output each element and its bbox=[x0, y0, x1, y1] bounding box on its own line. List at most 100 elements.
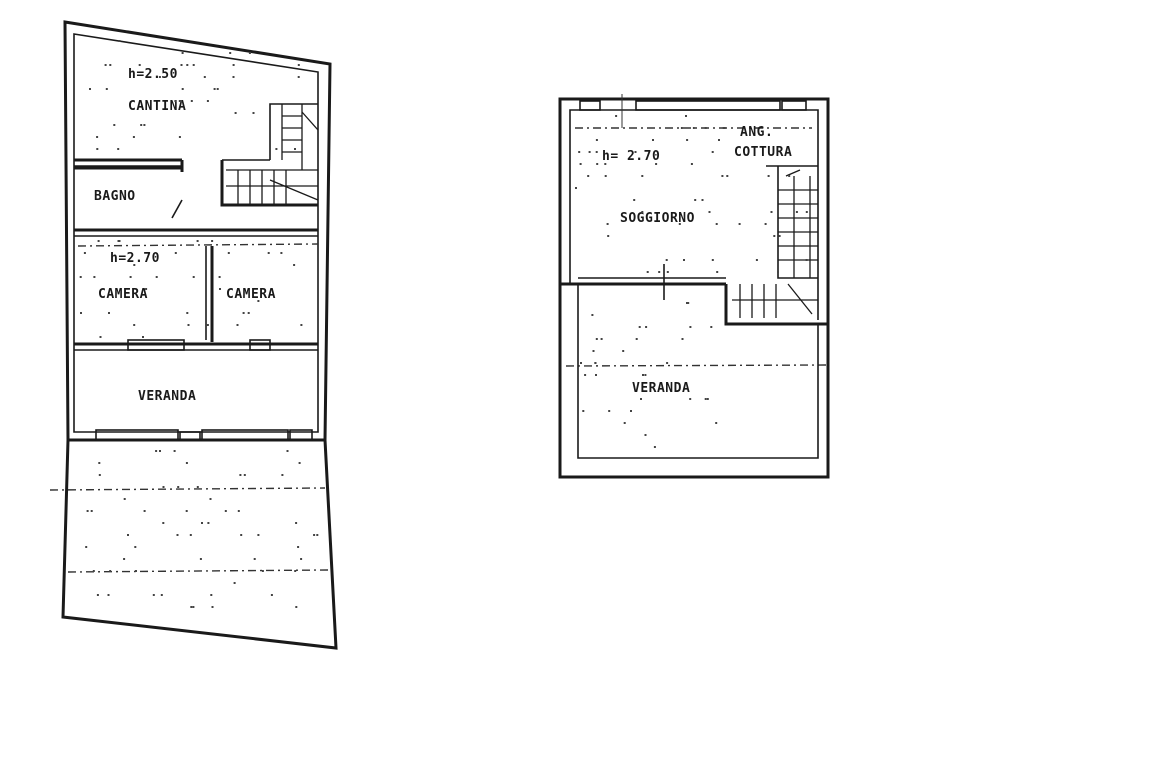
texture-dot bbox=[641, 175, 644, 177]
texture-dot bbox=[113, 124, 116, 126]
texture-dot bbox=[623, 422, 626, 424]
texture-dot bbox=[79, 276, 82, 278]
texture-dot bbox=[105, 88, 108, 90]
texture-dot bbox=[704, 398, 707, 400]
texture-dot bbox=[300, 324, 303, 326]
texture-dot bbox=[253, 558, 256, 560]
texture-dot bbox=[155, 276, 158, 278]
camere-top-dash bbox=[77, 243, 319, 247]
texture-dot bbox=[186, 312, 189, 314]
texture-dot bbox=[174, 100, 177, 102]
texture-dot bbox=[206, 324, 209, 326]
texture-dot bbox=[795, 211, 798, 213]
texture-dot bbox=[143, 510, 146, 512]
upper-outer-wall bbox=[558, 97, 830, 479]
texture-dot bbox=[579, 163, 582, 165]
texture-dot bbox=[248, 52, 251, 54]
texture-dot bbox=[247, 312, 250, 314]
texture-dot bbox=[158, 76, 161, 78]
texture-dot bbox=[133, 264, 136, 266]
texture-dot bbox=[218, 276, 221, 278]
texture-dot bbox=[89, 88, 91, 90]
texture-dot bbox=[242, 312, 245, 314]
window-4 bbox=[179, 431, 201, 441]
texture-dot bbox=[192, 606, 195, 608]
texture-dot bbox=[770, 211, 773, 213]
veranda-upper-label: VERANDA bbox=[632, 381, 690, 396]
texture-dot bbox=[90, 510, 93, 512]
texture-dot bbox=[211, 606, 214, 608]
texture-dot bbox=[96, 594, 99, 596]
texture-dot bbox=[143, 124, 146, 126]
texture-dot bbox=[715, 422, 718, 424]
texture-dot bbox=[83, 252, 86, 254]
texture-dot bbox=[207, 522, 210, 524]
texture-dot bbox=[591, 314, 594, 316]
texture-dot bbox=[196, 486, 199, 488]
texture-dot bbox=[243, 474, 246, 476]
texture-dot bbox=[777, 271, 779, 273]
texture-dot bbox=[192, 276, 195, 278]
texture-dot bbox=[716, 271, 719, 273]
texture-dot bbox=[123, 498, 126, 500]
texture-dot bbox=[160, 594, 163, 596]
ground-stairs bbox=[226, 104, 319, 205]
texture-dot bbox=[179, 100, 182, 102]
texture-dot bbox=[176, 534, 179, 536]
stair-wall bbox=[220, 160, 318, 207]
ang-label: ANG. bbox=[740, 125, 773, 140]
texture-dot bbox=[281, 474, 284, 476]
texture-dot bbox=[582, 410, 585, 412]
texture-dot bbox=[606, 223, 609, 225]
window-5 bbox=[201, 429, 289, 441]
upper-stairs bbox=[732, 169, 818, 318]
texture-dot bbox=[159, 450, 161, 452]
texture-dot bbox=[658, 271, 661, 273]
texture-dot bbox=[286, 450, 289, 452]
texture-dot bbox=[206, 100, 209, 102]
texture-dot bbox=[755, 259, 758, 261]
texture-dot bbox=[236, 324, 239, 326]
texture-dot bbox=[686, 139, 689, 141]
texture-dot bbox=[162, 522, 165, 524]
cantina-height-label: h=2.50 bbox=[128, 67, 178, 82]
upper-window-2 bbox=[635, 100, 781, 111]
texture-dot bbox=[630, 410, 632, 412]
texture-dot bbox=[104, 64, 107, 66]
texture-dot bbox=[587, 175, 590, 177]
courtyard-axis-1 bbox=[49, 487, 326, 491]
texture-dot bbox=[233, 582, 236, 584]
camera-right-label: CAMERA bbox=[226, 287, 276, 302]
texture-dot bbox=[107, 594, 110, 596]
texture-dot bbox=[655, 163, 658, 165]
texture-dot bbox=[140, 124, 143, 126]
texture-dot bbox=[666, 271, 669, 273]
cantina-label: CANTINA bbox=[128, 99, 186, 114]
texture-dot bbox=[186, 64, 189, 66]
texture-dot bbox=[588, 151, 591, 153]
upper-height-label: h= 2.70 bbox=[602, 149, 660, 164]
texture-dot bbox=[683, 259, 685, 261]
texture-dot bbox=[704, 127, 707, 129]
texture-dot bbox=[690, 163, 693, 165]
texture-dot bbox=[600, 338, 603, 340]
texture-dot bbox=[152, 594, 155, 596]
texture-dot bbox=[645, 326, 648, 328]
texture-dot bbox=[722, 127, 725, 129]
texture-dot bbox=[773, 235, 776, 237]
texture-dot bbox=[595, 139, 598, 141]
texture-dot bbox=[134, 546, 137, 548]
texture-dot bbox=[190, 606, 193, 608]
texture-dot bbox=[216, 88, 219, 90]
texture-dot bbox=[313, 534, 316, 536]
texture-dot bbox=[219, 288, 221, 290]
texture-dot bbox=[257, 534, 260, 536]
bagno-label: BAGNO bbox=[94, 189, 136, 204]
upper-window-3 bbox=[781, 100, 807, 111]
veranda-dash bbox=[565, 364, 829, 367]
texture-dot bbox=[293, 264, 296, 266]
texture-dot bbox=[708, 211, 711, 213]
texture-dot bbox=[138, 64, 141, 66]
texture-dot bbox=[641, 211, 644, 213]
courtyard-outline bbox=[61, 438, 338, 650]
